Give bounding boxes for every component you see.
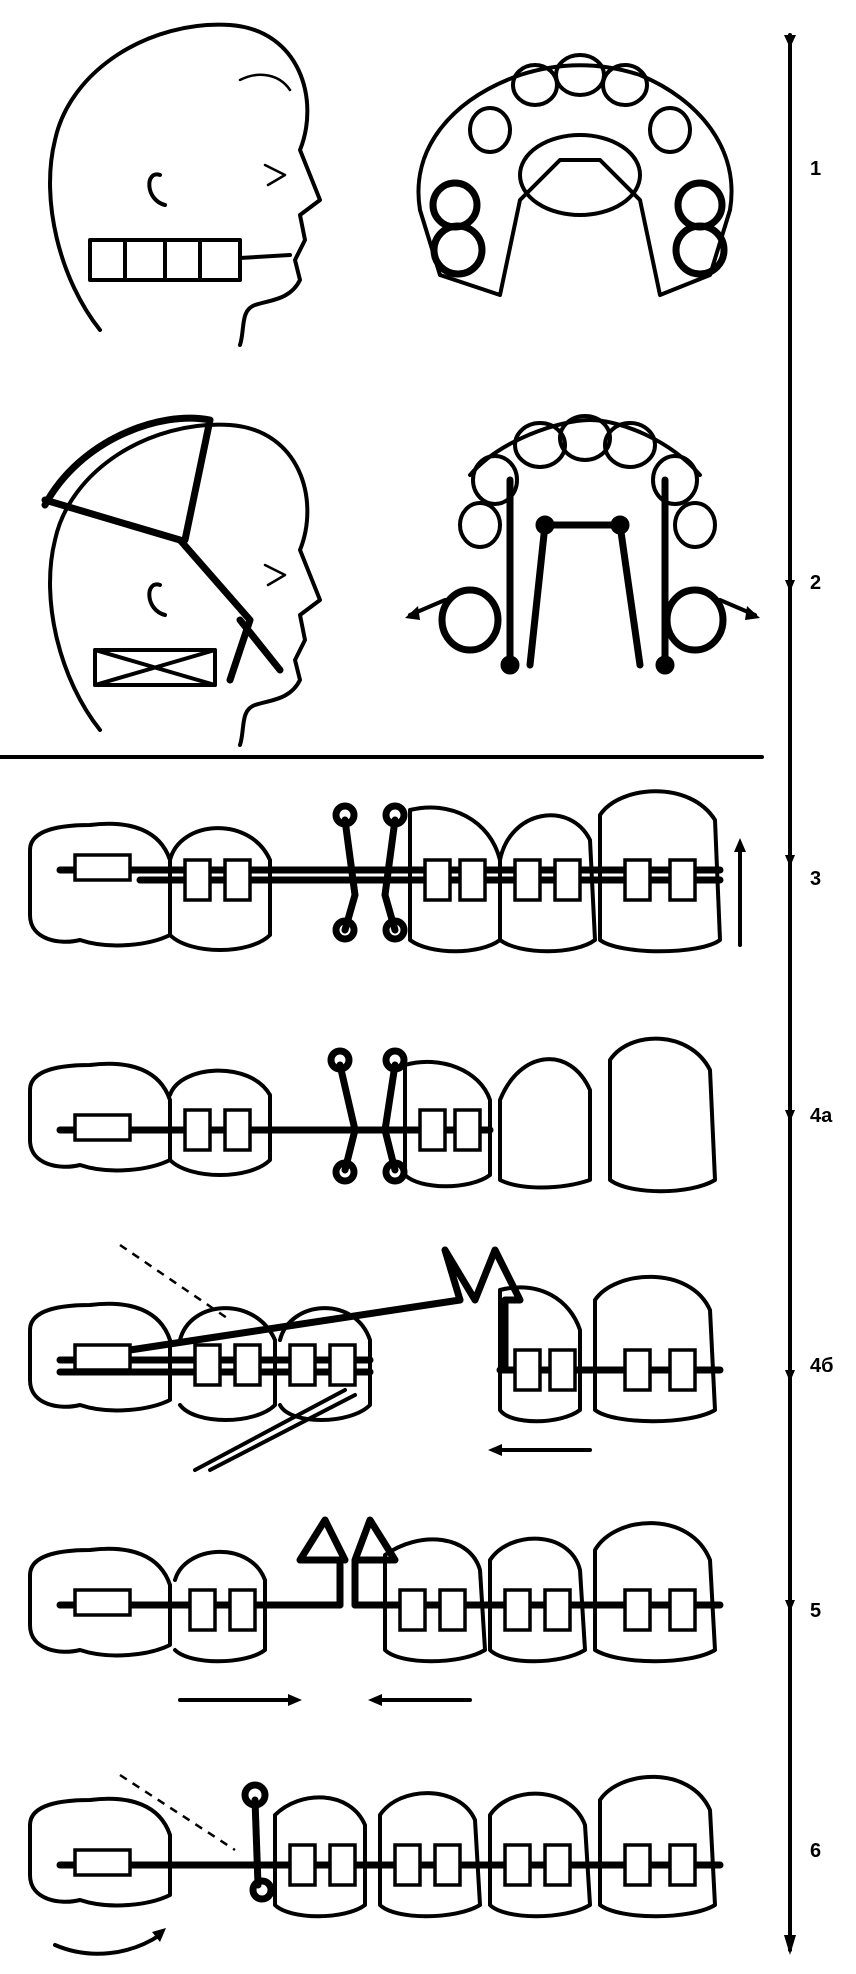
tooth-row-4b — [28, 1243, 724, 1472]
upper-jaw-2 — [405, 414, 760, 675]
step-label-1: 1 — [810, 158, 822, 180]
head-profile-2 — [41, 414, 322, 747]
step-label-3: 3 — [810, 868, 822, 890]
tooth-row-4a — [28, 1036, 717, 1194]
upper-jaw-1 — [416, 53, 734, 297]
tooth-row-3 — [28, 789, 746, 954]
step-label-6: 6 — [810, 1840, 822, 1862]
head-profile-1 — [48, 22, 322, 347]
step-label-5: 5 — [810, 1600, 822, 1622]
step-label-4b: 4б — [810, 1355, 834, 1377]
step-label-2: 2 — [810, 572, 822, 594]
step-label-4a: 4a — [810, 1105, 833, 1127]
timeline-arrow — [784, 33, 796, 1955]
tooth-row-6 — [28, 1773, 724, 1956]
tooth-row-5 — [28, 1516, 724, 1706]
